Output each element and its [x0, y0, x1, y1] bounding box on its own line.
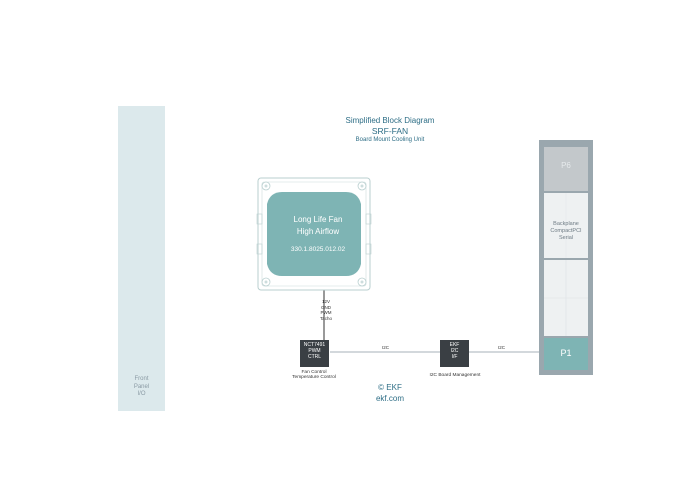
diagram-title: Simplified Block Diagram [345, 116, 435, 125]
fan-label-line2: High Airflow [296, 227, 340, 236]
fan-controller-label: NCT7491 PWM CTRL [303, 342, 326, 360]
fan-body [267, 192, 361, 276]
fan-mount-hole-icon [357, 277, 367, 287]
i2c-bus-label-2: I2C [498, 345, 506, 350]
front-panel-label: Front Panel I/O [133, 376, 150, 397]
fan-mount-hole-icon [357, 181, 367, 191]
slot-p6 [544, 147, 588, 191]
i2c-interface-caption: I2C Board Management [429, 373, 481, 378]
slot-p6-label: P6 [561, 161, 571, 170]
i2c-bus-label-1: I2C [382, 345, 390, 350]
fan-part-number: 330.1.8025.012.02 [290, 246, 346, 253]
front-panel [118, 106, 165, 411]
i2c-interface-chip [440, 340, 469, 367]
fan-controller-chip [300, 340, 329, 367]
fan-label-line1: Long Life Fan [293, 215, 343, 224]
slot-p1-label: P1 [560, 348, 572, 358]
fan-signal-list: 12V GND PWM Tacho [319, 299, 332, 321]
product-subtitle: Board Mount Cooling Unit [355, 137, 425, 143]
fan-controller-caption: Fan Control Temperature Control [292, 370, 336, 380]
backplane-rack [539, 140, 593, 375]
fan-mount-hole-icon [261, 277, 271, 287]
fan-mount-hole-icon [261, 181, 271, 191]
product-name: SRF-FAN [371, 126, 409, 136]
copyright: © EKF ekf.com [375, 383, 404, 403]
fan-assembly [256, 177, 372, 291]
i2c-interface-label: EKF I2C I/F [449, 342, 460, 360]
backplane-label: Backplane CompactPCI Serial [550, 221, 582, 241]
slot-p1 [544, 338, 588, 370]
